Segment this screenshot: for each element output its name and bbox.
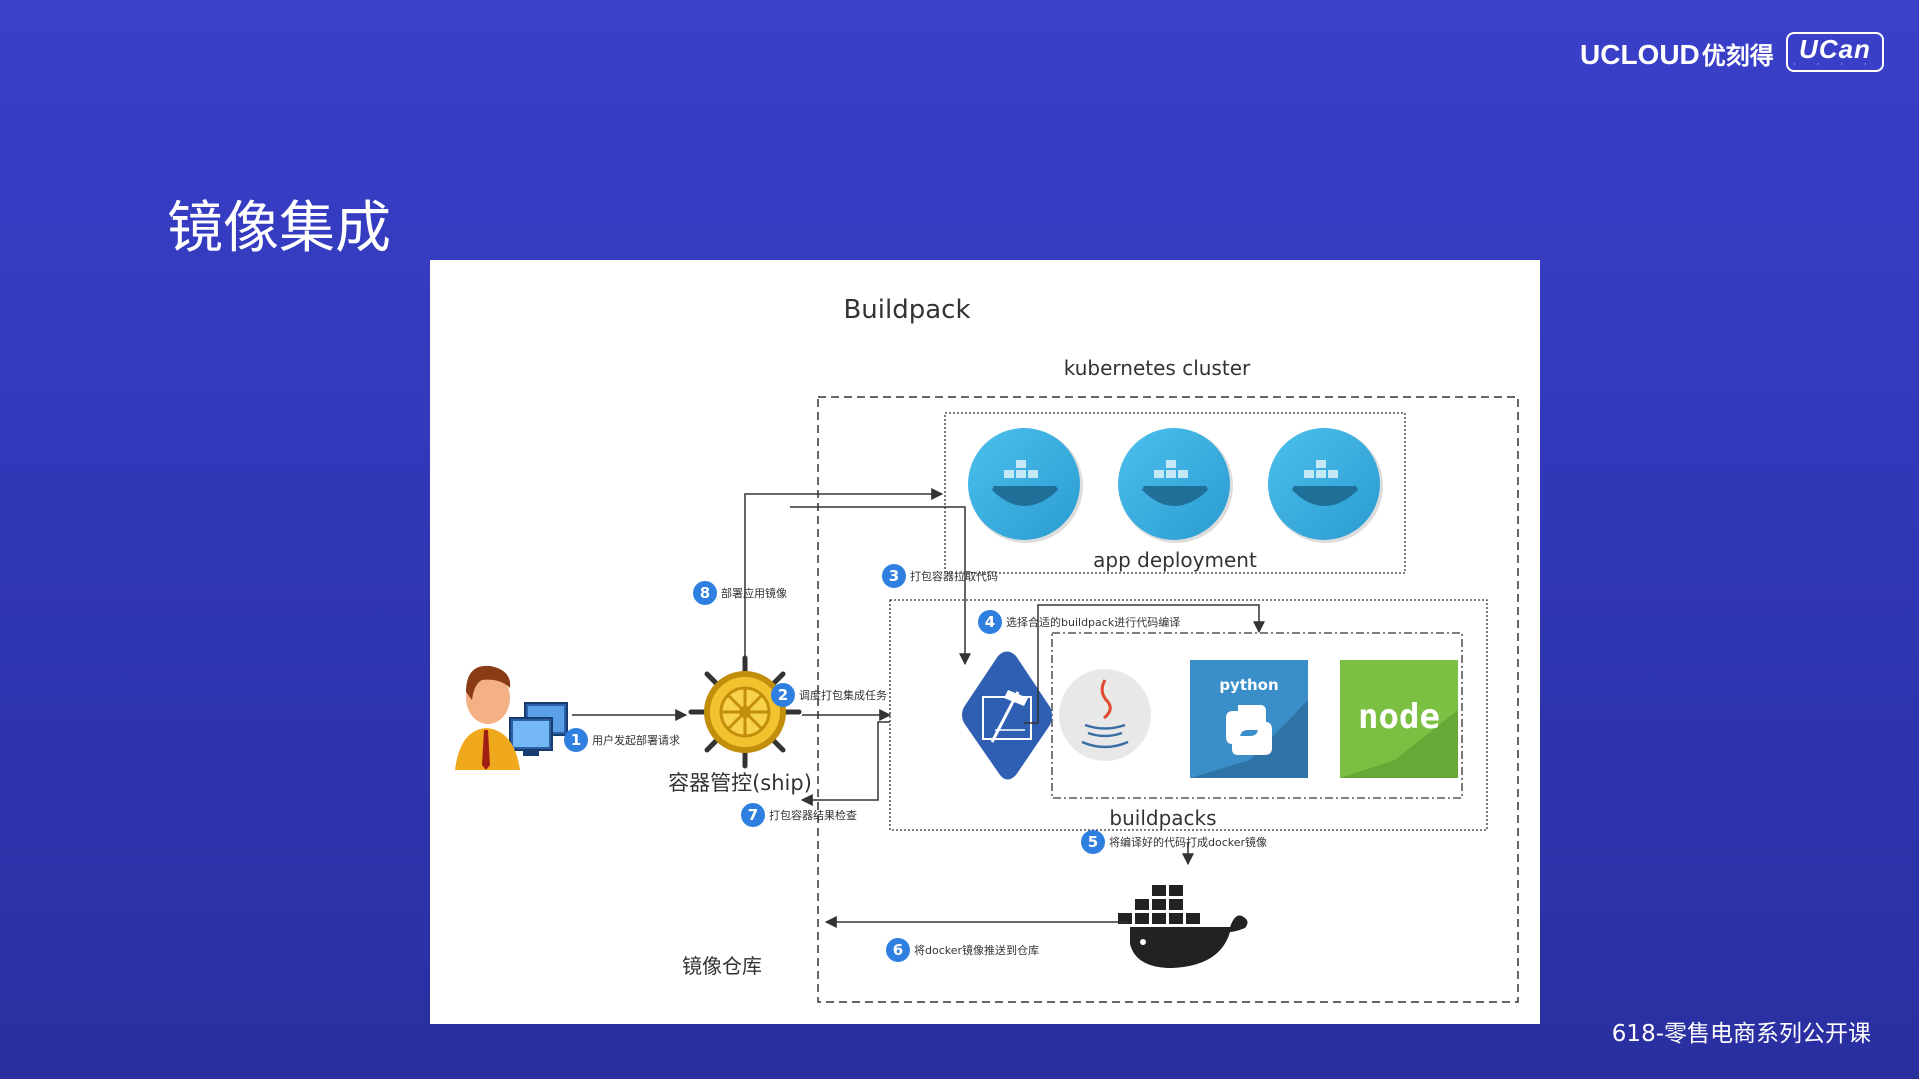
python-icon: python	[1190, 660, 1308, 778]
ship-wheel-icon	[688, 655, 802, 769]
step-6-text: 将docker镜像推送到仓库	[914, 943, 1039, 957]
step-3-text: 打包容器拉取代码	[910, 569, 998, 583]
app-deployment-box	[944, 412, 1406, 574]
buildpack-hammer-icon	[962, 651, 1052, 780]
node-icon: node	[1340, 660, 1458, 778]
step-badge-6: 6 将docker镜像推送到仓库	[886, 938, 1039, 962]
svg-text:1: 1	[571, 731, 581, 749]
page-title: 镜像集成	[167, 196, 391, 261]
step-8-text: 部署应用镜像	[721, 586, 787, 600]
node-label: node	[1358, 697, 1440, 737]
step-4-text: 选择合适的buildpack进行代码编译	[1006, 615, 1180, 629]
step-1-text: 用户发起部署请求	[592, 733, 680, 747]
svg-text:7: 7	[748, 806, 758, 824]
docker-container-icon	[968, 428, 1083, 543]
docker-container-icon	[1118, 428, 1233, 543]
ucan-logo: UCan · · · ·	[1786, 32, 1884, 72]
ucloud-logo-cn: 优刻得	[1701, 42, 1774, 70]
step-7-text: 打包容器结果检查	[769, 808, 857, 822]
step-badge-5: 5 将编译好的代码打成docker镜像	[1081, 830, 1267, 854]
svg-text:3: 3	[889, 567, 899, 585]
flow-arrows	[572, 488, 1265, 928]
svg-text:5: 5	[1088, 833, 1098, 851]
step-badge-7: 7 打包容器结果检查	[741, 803, 857, 827]
diagram-title: Buildpack	[843, 295, 970, 325]
ucan-logo-text: UCan	[1799, 34, 1871, 64]
python-label: python	[1219, 676, 1278, 694]
k8s-cluster-box	[817, 396, 1519, 1003]
registry-label: 镜像仓库	[682, 954, 762, 978]
step-2-text: 调度打包集成任务	[799, 688, 887, 702]
k8s-cluster-label: kubernetes cluster	[1064, 356, 1251, 380]
step-badge-4: 4 选择合适的buildpack进行代码编译	[978, 610, 1180, 634]
step-badge-2: 2 调度打包集成任务	[771, 683, 887, 707]
svg-text:6: 6	[893, 941, 903, 959]
step-5-text: 将编译好的代码打成docker镜像	[1109, 835, 1267, 849]
step-badge-3: 3 打包容器拉取代码	[882, 564, 998, 588]
svg-text:4: 4	[985, 613, 995, 631]
java-icon	[1059, 669, 1151, 761]
docker-whale-icon	[1118, 885, 1248, 968]
svg-text:8: 8	[700, 584, 710, 602]
app-deployment-label: app deployment	[1093, 548, 1257, 572]
ucloud-logo-en: UCLOUD	[1580, 39, 1700, 70]
footer-text: 618-零售电商系列公开课	[1611, 1021, 1871, 1047]
ucan-logo-dots: · · · ·	[1793, 62, 1877, 68]
step-badge-8: 8 部署应用镜像	[693, 581, 787, 605]
user-computer-icon	[455, 665, 568, 770]
buildpacks-label: buildpacks	[1109, 806, 1216, 830]
ucloud-logo: UCLOUD优刻得	[1580, 36, 1774, 71]
svg-text:2: 2	[778, 686, 788, 704]
buildpacks-outer-box	[889, 599, 1488, 831]
diagram-panel: Buildpack kubernetes cluster	[430, 260, 1540, 1024]
step-badge-1: 1 用户发起部署请求	[564, 728, 680, 752]
docker-container-icon	[1268, 428, 1383, 543]
buildpack-diagram: Buildpack kubernetes cluster	[455, 295, 1519, 1003]
ship-label: 容器管控(ship)	[668, 771, 812, 795]
